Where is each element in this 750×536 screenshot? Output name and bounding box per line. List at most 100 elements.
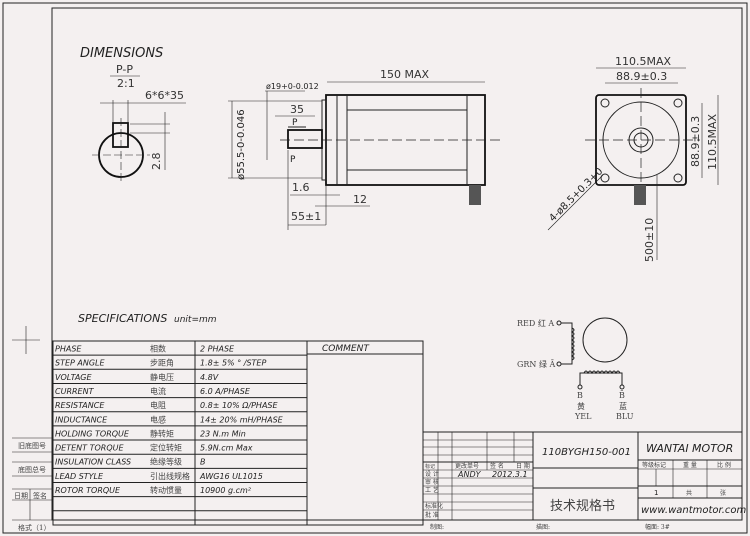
section-mark-top: P bbox=[292, 118, 298, 128]
specs-heading: SPECIFICATIONS bbox=[78, 312, 167, 325]
document-title: 技术规格书 bbox=[550, 498, 615, 514]
outer-width-dim: 110.5MAX bbox=[615, 55, 672, 68]
lead-wires-front bbox=[634, 185, 646, 205]
svg-text:批 准: 批 准 bbox=[425, 511, 439, 519]
front-view: 110.5MAX 88.9±0.3 88.9±0.3 110.5MAX 4-ø8… bbox=[547, 55, 719, 262]
spec-value: 4.8V bbox=[200, 373, 219, 382]
svg-text:幅面: 3#: 幅面: 3# bbox=[645, 523, 670, 531]
spec-value: B bbox=[200, 458, 206, 467]
part-number: 110BYGH150-001 bbox=[542, 447, 631, 458]
svg-text:YEL: YEL bbox=[574, 412, 592, 421]
svg-text:重 量: 重 量 bbox=[683, 461, 697, 469]
spec-name-cn: 引出线规格 bbox=[150, 471, 190, 481]
svg-text:格式（1）: 格式（1） bbox=[18, 523, 50, 532]
spec-name-cn: 定位转矩 bbox=[150, 443, 182, 453]
spec-name: HOLDING TORQUE bbox=[55, 429, 130, 438]
spec-name-cn: 相数 bbox=[150, 344, 166, 354]
spec-name: INSULATION CLASS bbox=[55, 458, 131, 467]
designer: ANDY bbox=[457, 470, 482, 479]
spec-name: ROTOR TORQUE bbox=[55, 486, 121, 495]
spec-name: RESISTANCE bbox=[55, 401, 105, 410]
svg-text:设 计: 设 计 bbox=[425, 470, 439, 478]
flange-gap-dim: 1.6 bbox=[292, 181, 310, 194]
spec-name-cn: 电阻 bbox=[150, 400, 166, 410]
svg-text:更改单号: 更改单号 bbox=[455, 462, 479, 470]
svg-text:工 艺: 工 艺 bbox=[425, 486, 439, 494]
spec-name-cn: 步距角 bbox=[150, 358, 174, 368]
key-size: 6*6*35 bbox=[145, 89, 184, 102]
length-dim: 150 MAX bbox=[380, 68, 430, 81]
outer-height-dim: 110.5MAX bbox=[706, 113, 719, 170]
spec-value: 2 PHASE bbox=[200, 345, 235, 354]
wiring-diagram: RED 红 A GRN 绿 Ā B 黄 YEL B̄ 蓝 BLU bbox=[517, 317, 634, 421]
wire-a-bar-label: GRN 绿 Ā bbox=[517, 360, 555, 369]
svg-text:共: 共 bbox=[686, 489, 692, 497]
svg-text:比 例: 比 例 bbox=[717, 461, 731, 469]
company-name: WANTAI MOTOR bbox=[646, 442, 733, 455]
dimensions-title: DIMENSIONS bbox=[80, 46, 163, 61]
spec-value: 1.8± 5% ° /STEP bbox=[200, 359, 266, 368]
website: www.wantmotor.com bbox=[641, 505, 747, 516]
spec-value: AWG16 UL1015 bbox=[199, 472, 263, 481]
hole-pitch-width-dim: 88.9±0.3 bbox=[616, 70, 667, 83]
inner-border bbox=[51, 7, 743, 521]
title-block: 更改单号 签 名 日 期 标记 设 计 ANDY 2012.3.1 审 核 工 … bbox=[422, 431, 747, 531]
spec-name-cn: 静转矩 bbox=[150, 428, 174, 438]
svg-text:1: 1 bbox=[654, 489, 658, 497]
lead-wires bbox=[469, 185, 481, 205]
svg-text:旧底图号: 旧底图号 bbox=[18, 441, 46, 450]
svg-text:标记: 标记 bbox=[425, 463, 435, 470]
svg-text:审 核: 审 核 bbox=[425, 478, 439, 486]
spec-value: 23 N.m Min bbox=[200, 429, 246, 438]
svg-text:BLU: BLU bbox=[616, 412, 634, 421]
key-depth: 2.8 bbox=[150, 153, 163, 171]
spec-name: DETENT TORQUE bbox=[55, 444, 124, 453]
keyway-section: P-P 2:1 6*6*35 2.8 bbox=[92, 63, 186, 183]
wire-b-bar-label: B̄ bbox=[619, 391, 625, 400]
spec-name-cn: 转动惯量 bbox=[150, 485, 182, 495]
svg-text:等级标记: 等级标记 bbox=[642, 461, 666, 469]
svg-text:日期: 日期 bbox=[14, 492, 28, 500]
mount-holes-dim: 4-ø8.5+0.3+0 bbox=[547, 166, 605, 224]
spec-name: CURRENT bbox=[55, 387, 95, 396]
spec-value: 6.0 A/PHASE bbox=[200, 387, 251, 396]
shaft-dia-dim: ø19+0-0.012 bbox=[266, 82, 319, 91]
spec-name-cn: 电感 bbox=[150, 414, 166, 424]
svg-text:日 期: 日 期 bbox=[516, 462, 530, 470]
svg-text:底图总号: 底图总号 bbox=[18, 465, 46, 474]
comment-header: COMMENT bbox=[322, 344, 370, 354]
spec-name: PHASE bbox=[55, 345, 82, 354]
spec-value: 0.8± 10% Ω/PHASE bbox=[200, 401, 278, 410]
pilot-dia-dim: ø55.5-0-0.046 bbox=[236, 109, 247, 180]
svg-text:签名: 签名 bbox=[33, 491, 47, 500]
spec-name: VOLTAGE bbox=[55, 373, 93, 382]
center-mark bbox=[12, 326, 40, 354]
section-label: P-P bbox=[116, 63, 133, 76]
shaft-len-dim: 55±1 bbox=[291, 210, 321, 223]
svg-text:描图:: 描图: bbox=[536, 523, 550, 531]
wire-b-label: B bbox=[577, 391, 583, 400]
svg-text:标准化: 标准化 bbox=[425, 502, 443, 510]
section-mark-bottom: P bbox=[290, 155, 296, 165]
hole-pitch-height-dim: 88.9±0.3 bbox=[689, 116, 702, 167]
spec-name-cn: 电流 bbox=[150, 386, 166, 396]
svg-text:蓝: 蓝 bbox=[619, 401, 627, 411]
svg-text:制图:: 制图: bbox=[430, 523, 444, 531]
spec-name: LEAD STYLE bbox=[55, 472, 104, 481]
spec-value: 14± 20% mH/PHASE bbox=[200, 415, 284, 424]
specs-unit: unit=mm bbox=[174, 315, 217, 325]
spec-name: STEP ANGLE bbox=[55, 359, 106, 368]
wire-a-label: RED 红 A bbox=[517, 318, 554, 328]
spec-name-cn: 绝缘等级 bbox=[150, 457, 182, 467]
spec-value: 10900 g.cm² bbox=[200, 486, 252, 495]
section-scale: 2:1 bbox=[117, 77, 135, 90]
svg-text:黄: 黄 bbox=[577, 401, 585, 411]
svg-text:签 名: 签 名 bbox=[490, 462, 504, 470]
svg-text:张: 张 bbox=[720, 489, 726, 497]
flange-thk-dim: 12 bbox=[353, 193, 367, 206]
key-len-dim: 35 bbox=[290, 103, 304, 116]
spec-name-cn: 静电压 bbox=[150, 372, 174, 382]
side-view: 150 MAX ø19+0-0.012 35 P P ø55.5-0-0.046… bbox=[228, 68, 500, 230]
